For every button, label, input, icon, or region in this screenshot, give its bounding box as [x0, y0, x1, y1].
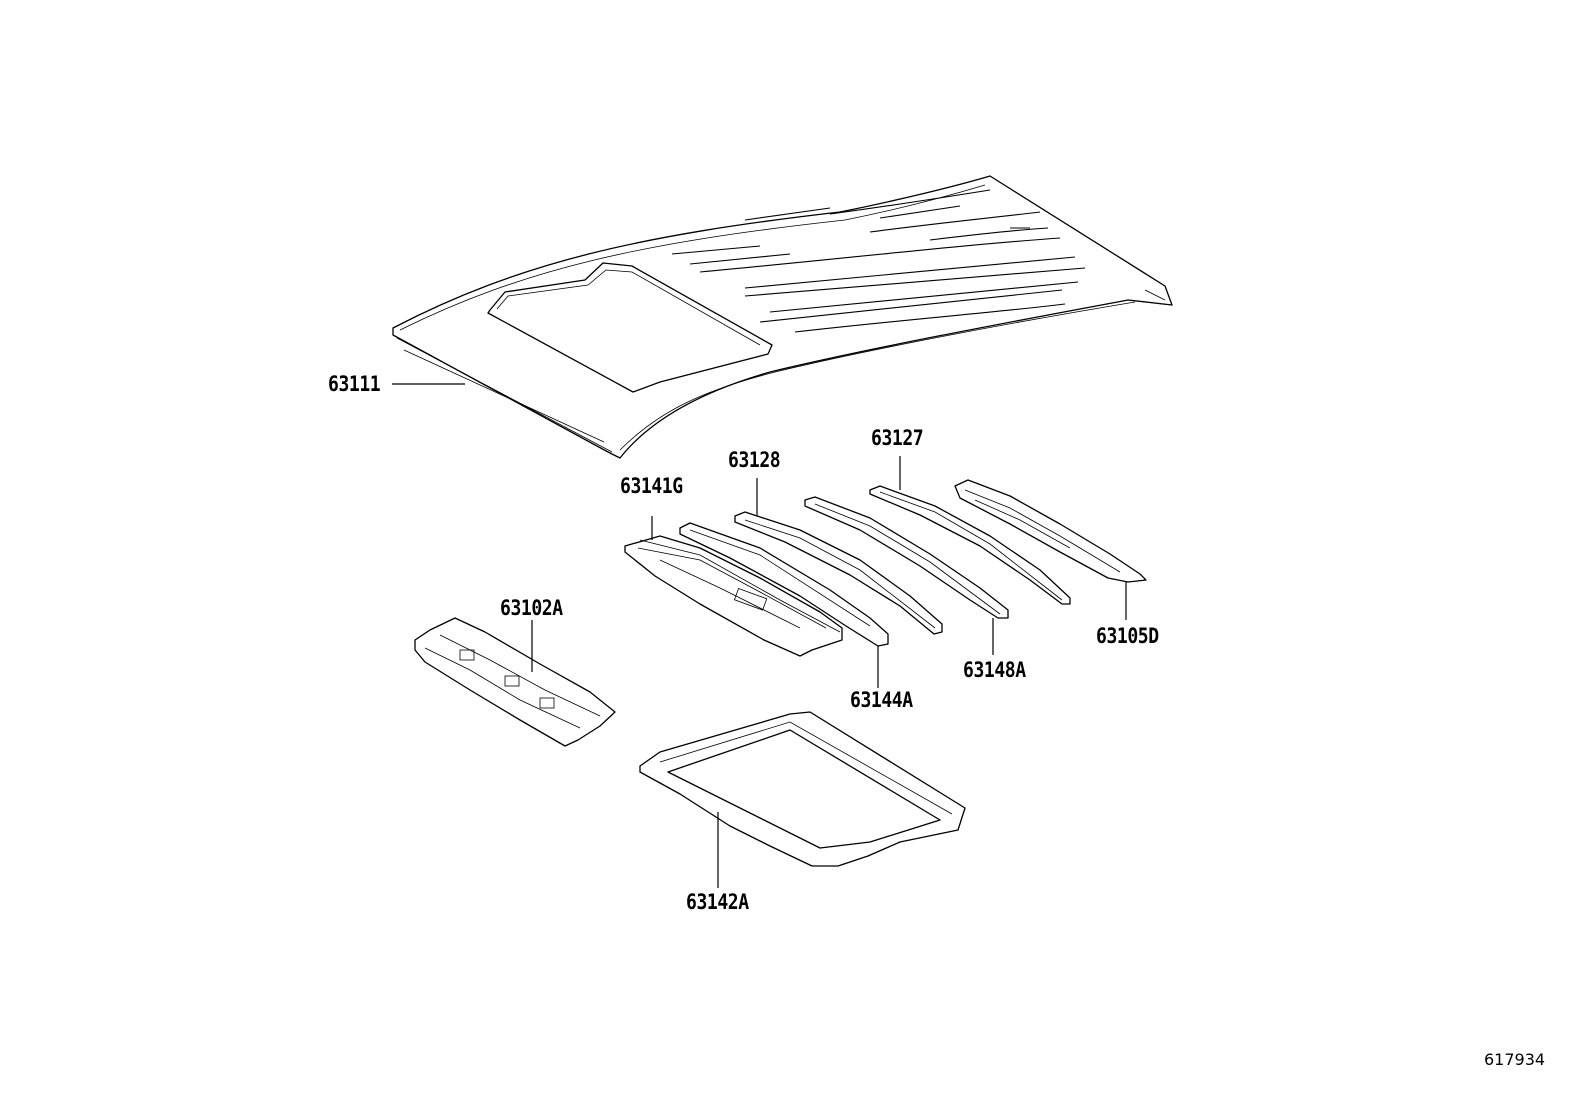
- rear-header-drawing: [954, 479, 1147, 620]
- part-label-rear-header[interactable]: 63105D: [1096, 624, 1159, 648]
- part-label-front-reinforcement[interactable]: 63102A: [500, 596, 563, 620]
- sunroof-frame-drawing: [639, 711, 966, 888]
- part-label-front-header[interactable]: 63141G: [620, 474, 683, 498]
- part-label-bow-1[interactable]: 63128: [728, 448, 781, 472]
- diagram-id: 617934: [1484, 1050, 1546, 1069]
- part-label-bow-2[interactable]: 63127: [871, 426, 924, 450]
- front-header-drawing: [624, 516, 843, 657]
- front-reinforcement-drawing: [414, 617, 616, 747]
- part-label-sunroof-frame[interactable]: 63142A: [686, 890, 749, 914]
- bow-1-drawing: [679, 522, 889, 688]
- part-label-bow-3[interactable]: 63144A: [850, 688, 913, 712]
- bow-3-drawing: [804, 496, 1009, 655]
- roof-panel-drawing: [392, 175, 1173, 459]
- part-label-bow-4[interactable]: 63148A: [963, 658, 1026, 682]
- part-label-roof-panel[interactable]: 63111: [328, 372, 381, 396]
- bow-2-drawing: [734, 478, 943, 635]
- bow-4-drawing: [869, 456, 1071, 605]
